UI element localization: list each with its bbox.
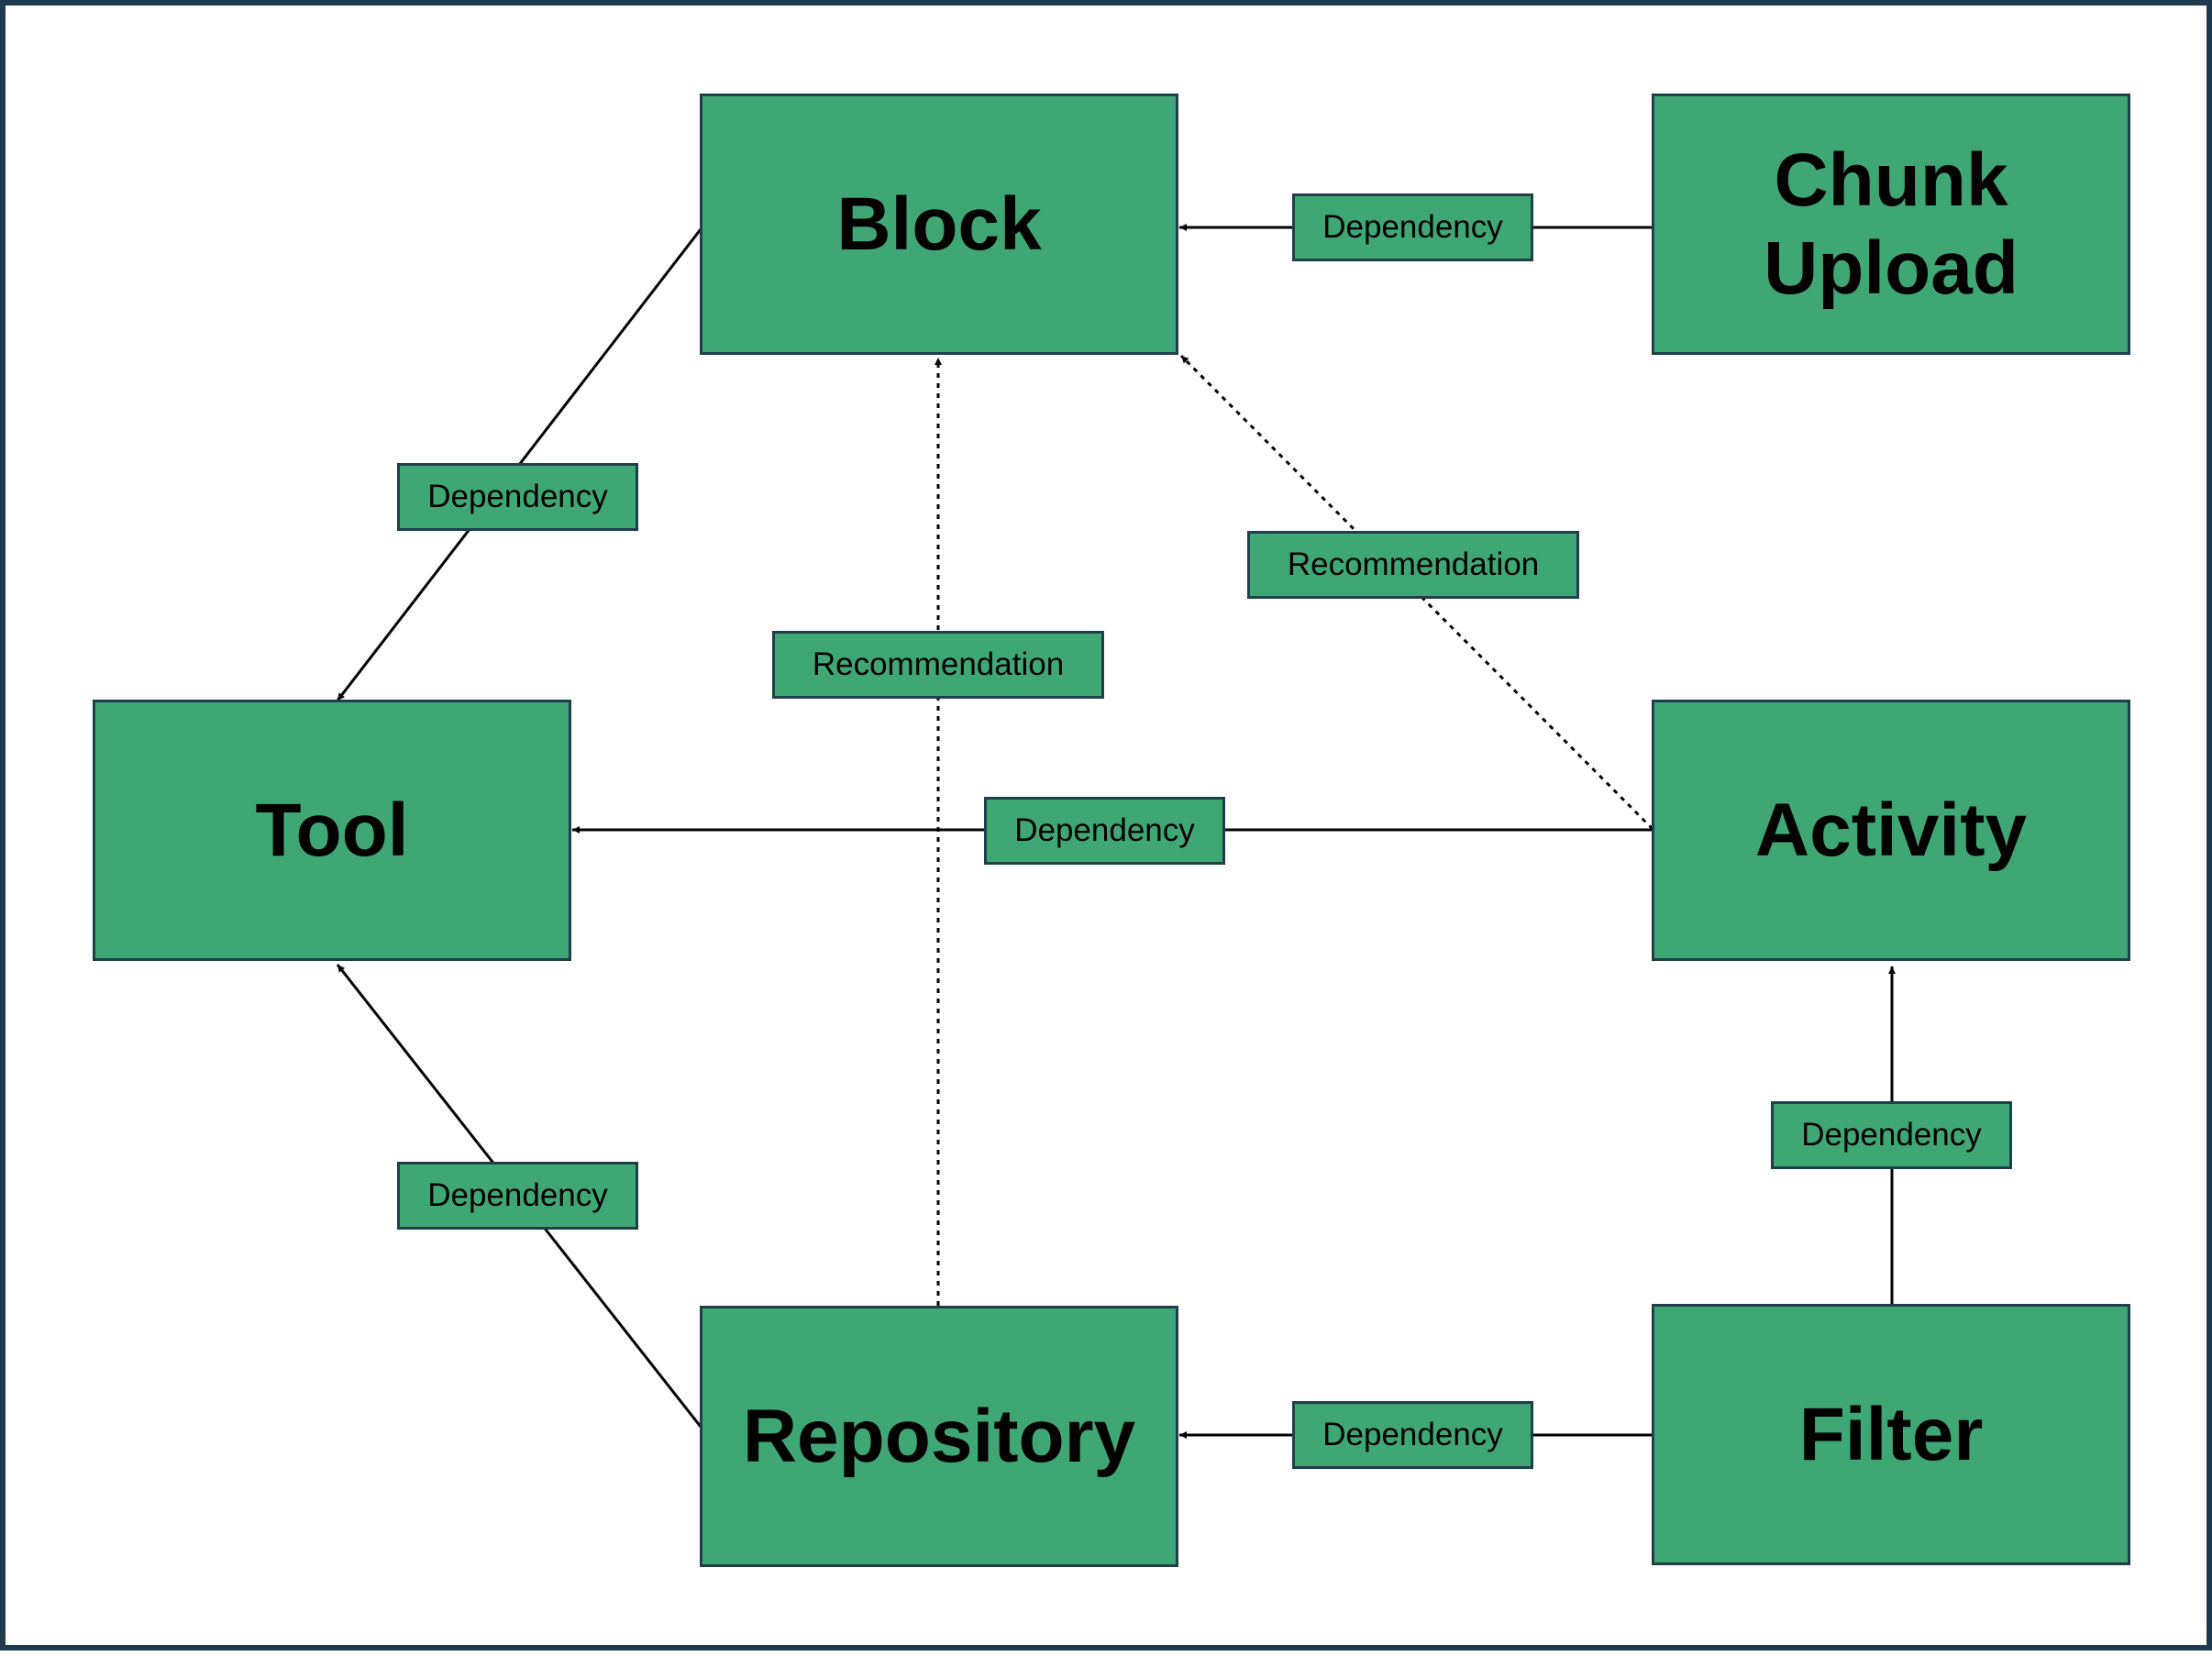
node-tool-label: Tool [255,788,409,872]
edge-label-activity-block[interactable]: Recommendation [1247,531,1579,599]
edge-label-repository-block[interactable]: Recommendation [772,631,1104,699]
node-filter-label: Filter [1798,1392,1984,1476]
node-block-label: Block [836,182,1042,266]
edge-label-repository-tool[interactable]: Dependency [397,1162,638,1230]
node-chunk-upload[interactable]: Chunk Upload [1652,94,2130,355]
node-chunk-upload-label: Chunk Upload [1764,138,2018,310]
node-activity[interactable]: Activity [1652,700,2130,961]
node-block[interactable]: Block [700,94,1178,355]
node-repository[interactable]: Repository [700,1306,1178,1567]
node-activity-label: Activity [1754,788,2028,872]
edge-label-activity-tool[interactable]: Dependency [984,797,1225,865]
node-tool[interactable]: Tool [93,700,571,961]
edge-label-chunk-upload-block[interactable]: Dependency [1292,193,1533,261]
edge-label-filter-repository[interactable]: Dependency [1292,1401,1533,1469]
edge-label-block-tool[interactable]: Dependency [397,463,638,531]
edge-label-filter-activity[interactable]: Dependency [1771,1101,2012,1169]
node-filter[interactable]: Filter [1652,1304,2130,1565]
node-repository-label: Repository [742,1394,1136,1478]
